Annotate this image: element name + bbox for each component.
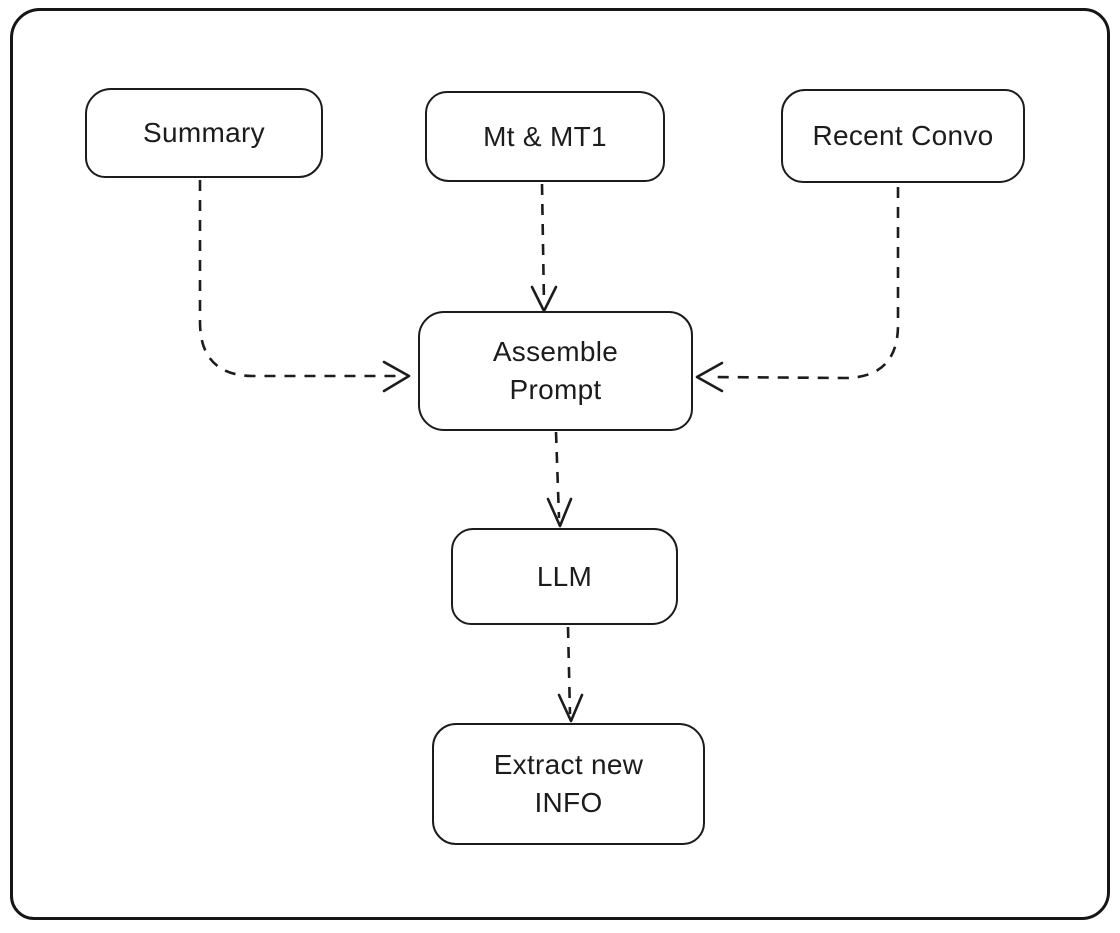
node-extract-new-info: Extract new INFO xyxy=(432,723,705,845)
edge-recent-convo-to-assemble-prompt xyxy=(695,187,900,393)
node-recent-convo: Recent Convo xyxy=(781,89,1025,183)
node-extract-new-info-label-line1: Extract new xyxy=(493,749,644,780)
node-mt-and-mt1: Mt & MT1 xyxy=(425,91,665,182)
edge-llm-to-extract-info xyxy=(557,626,584,723)
edge-mt-mt1-to-assemble-prompt xyxy=(530,183,558,313)
node-assemble-prompt-label-line2: Prompt xyxy=(509,374,602,405)
diagram-outer-border xyxy=(10,8,1110,920)
node-assemble-prompt-label-line1: Assemble xyxy=(492,336,619,367)
node-summary-label: Summary xyxy=(143,117,265,148)
edge-assemble-prompt-to-llm xyxy=(546,431,573,528)
node-extract-new-info-label-line2: INFO xyxy=(534,787,603,818)
node-recent-convo-label: Recent Convo xyxy=(812,120,994,151)
node-mt-and-mt1-label: Mt & MT1 xyxy=(483,120,607,152)
node-llm-label: LLM xyxy=(536,560,593,592)
node-assemble-prompt: Assemble Prompt xyxy=(418,311,693,431)
node-llm: LLM xyxy=(451,528,678,625)
node-summary: Summary xyxy=(85,88,323,178)
edge-summary-to-assemble-prompt xyxy=(198,180,411,393)
